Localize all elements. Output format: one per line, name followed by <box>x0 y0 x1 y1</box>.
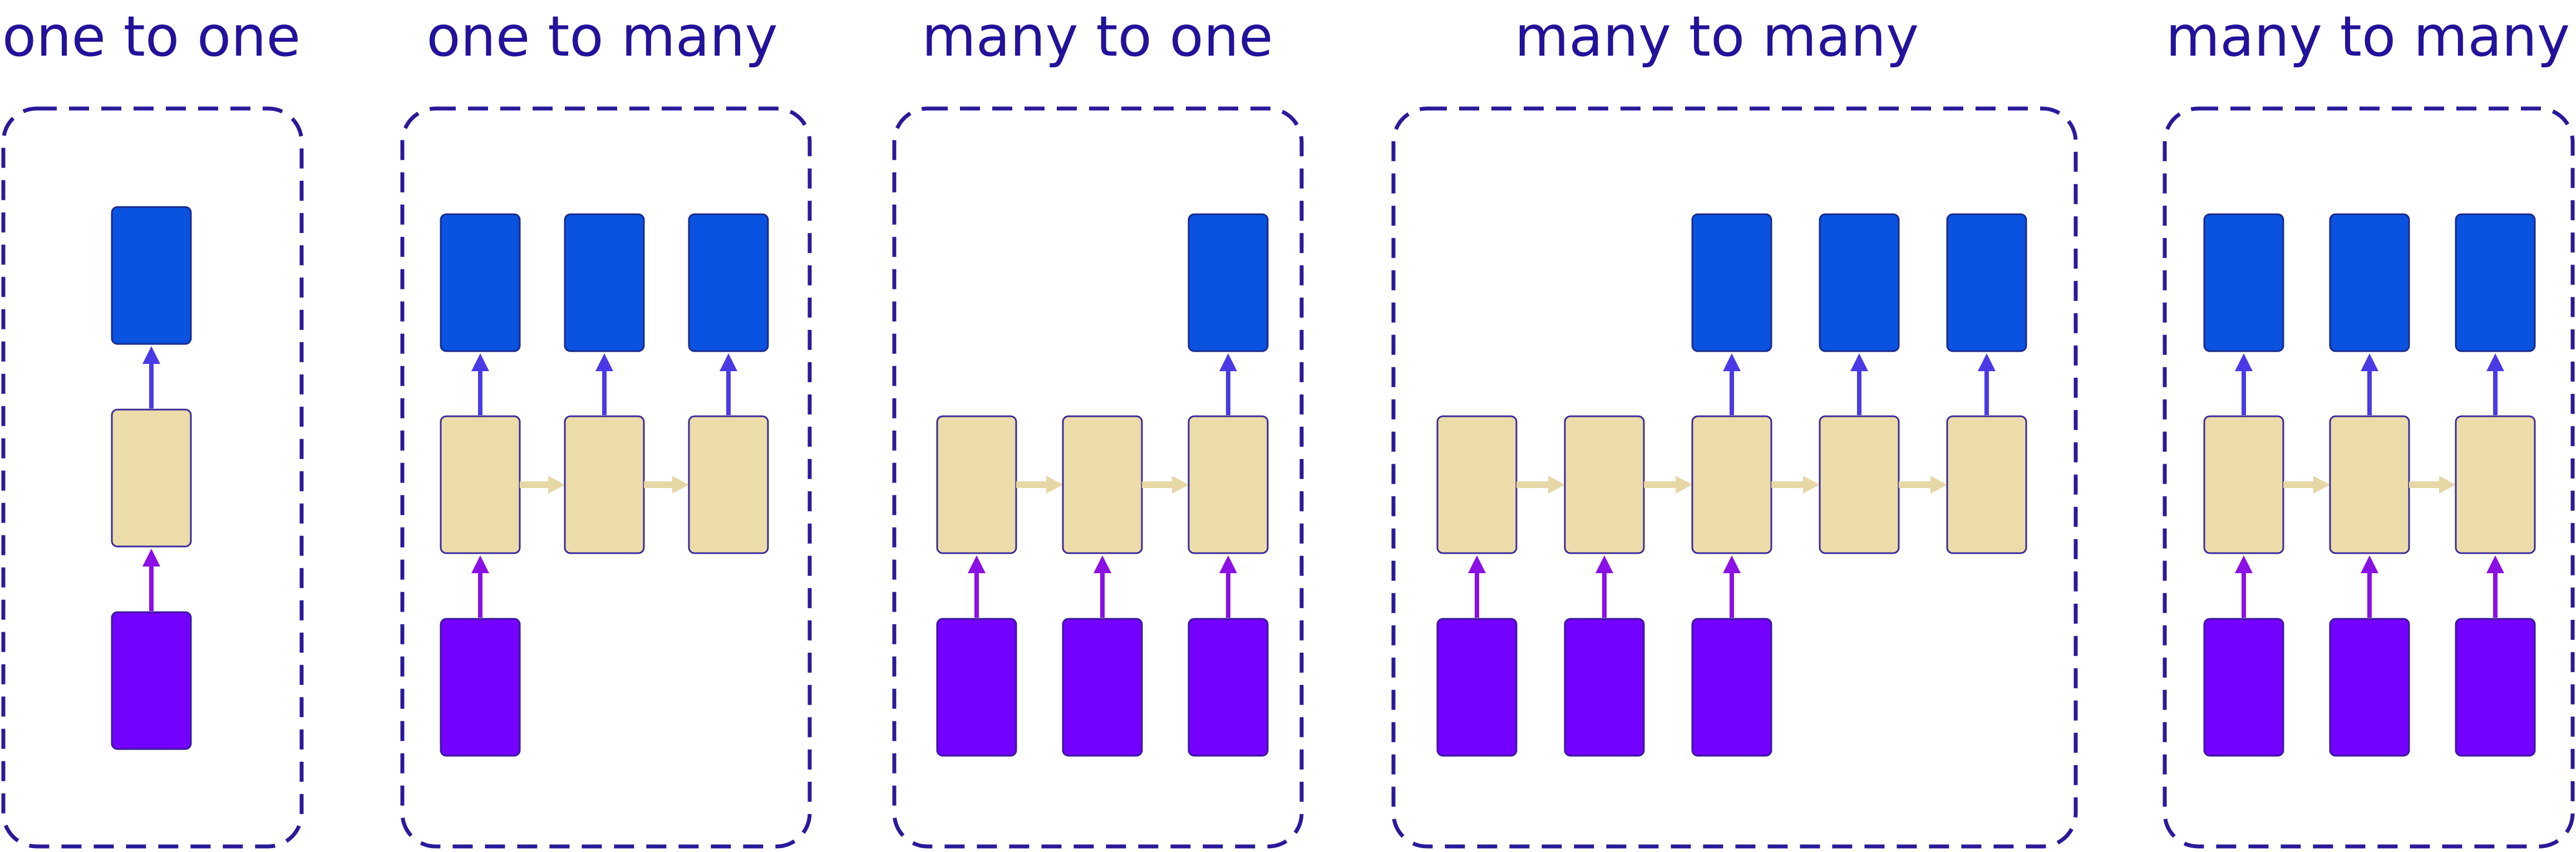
arrow-hidden-to-output-head <box>720 353 737 371</box>
arrow-input-to-hidden-head <box>1723 555 1741 573</box>
rnn-state-box-icon <box>1691 415 1772 554</box>
arrow-input-to-hidden-head <box>1094 555 1111 573</box>
recurrent-arrow-head <box>548 476 565 494</box>
rnn-state-box-icon <box>1436 415 1518 554</box>
panel-title: many to many <box>1515 4 1919 69</box>
panel-frame <box>892 106 1304 849</box>
recurrent-arrow-head <box>1803 476 1820 494</box>
rnn-state-box-icon <box>2329 415 2410 554</box>
output-vector-box-icon <box>2455 213 2536 352</box>
input-vector-box-icon <box>1691 618 1772 757</box>
input-vector-box-icon <box>2329 618 2410 757</box>
arrow-hidden-to-output-head <box>1850 353 1868 371</box>
output-vector-box-icon <box>1946 213 2027 352</box>
panel-title: many to many <box>2166 4 2570 69</box>
input-vector-box-icon <box>111 611 192 750</box>
arrow-hidden-to-output-head <box>1723 353 1741 371</box>
recurrent-arrow-head <box>672 476 689 494</box>
rnn-state-box-icon <box>1819 415 1900 554</box>
arrow-input-to-hidden-head <box>2486 555 2504 573</box>
recurrent-arrow-head <box>2313 476 2330 494</box>
recurrent-arrow-head <box>2439 476 2456 494</box>
arrow-input-to-hidden-head <box>968 555 986 573</box>
panel-one-to-many: one to many <box>400 4 812 849</box>
output-vector-box-icon <box>564 213 645 352</box>
output-vector-box-icon <box>1819 213 1900 352</box>
input-vector-box-icon <box>2203 618 2284 757</box>
arrow-hidden-to-output-head <box>1978 353 1996 371</box>
panel-many-to-many-delayed: many to many <box>1391 4 2078 849</box>
input-vector-box-icon <box>1436 618 1518 757</box>
arrow-input-to-hidden-head <box>2361 555 2378 573</box>
rnn-state-box-icon <box>1946 415 2027 554</box>
arrow-hidden-to-output-head <box>142 346 160 364</box>
arrow-input-to-hidden-head <box>1595 555 1613 573</box>
input-vector-box-icon <box>440 618 521 757</box>
arrow-input-to-hidden-head <box>1468 555 1486 573</box>
arrow-hidden-to-output-head <box>595 353 613 371</box>
rnn-state-box-icon <box>936 415 1017 554</box>
panel-one-to-one: one to one <box>1 4 304 849</box>
rnn-state-box-icon <box>1564 415 1645 554</box>
panel-many-to-one: many to one <box>892 4 1304 849</box>
recurrent-arrow-head <box>1548 476 1565 494</box>
input-vector-box-icon <box>936 618 1017 757</box>
rnn-state-box-icon <box>111 408 192 548</box>
input-vector-box-icon <box>1564 618 1645 757</box>
recurrent-arrow-head <box>1046 476 1063 494</box>
panel-many-to-many-synced: many to many <box>2163 4 2575 849</box>
rnn-state-box-icon <box>564 415 645 554</box>
input-vector-box-icon <box>1062 618 1143 757</box>
rnn-state-box-icon <box>1188 415 1269 554</box>
input-vector-box-icon <box>2455 618 2536 757</box>
rnn-state-box-icon <box>688 415 769 554</box>
arrow-input-to-hidden-head <box>2235 555 2253 573</box>
output-vector-box-icon <box>111 206 192 345</box>
input-vector-box-icon <box>1188 618 1269 757</box>
arrow-hidden-to-output-head <box>1219 353 1237 371</box>
rnn-state-box-icon <box>2203 415 2284 554</box>
panel-frame <box>1391 106 2078 849</box>
panel-frame <box>2163 106 2575 849</box>
rnn-state-box-icon <box>440 415 521 554</box>
arrow-hidden-to-output-head <box>471 353 489 371</box>
panel-frame <box>1 106 304 849</box>
recurrent-arrow-head <box>1676 476 1692 494</box>
output-vector-box-icon <box>1691 213 1772 352</box>
rnn-state-box-icon <box>2455 415 2536 554</box>
arrow-input-to-hidden-head <box>471 555 489 573</box>
arrow-input-to-hidden-head <box>1219 555 1237 573</box>
panel-title: one to one <box>2 4 301 69</box>
output-vector-box-icon <box>688 213 769 352</box>
arrow-hidden-to-output-head <box>2235 353 2253 371</box>
panel-title: one to many <box>426 4 777 69</box>
arrow-input-to-hidden-head <box>142 549 160 567</box>
panel-frame <box>400 106 812 849</box>
arrow-hidden-to-output-head <box>2361 353 2378 371</box>
output-vector-box-icon <box>2329 213 2410 352</box>
recurrent-arrow-head <box>1172 476 1189 494</box>
arrow-hidden-to-output-head <box>2486 353 2504 371</box>
rnn-state-box-icon <box>1062 415 1143 554</box>
output-vector-box-icon <box>440 213 521 352</box>
output-vector-box-icon <box>2203 213 2284 352</box>
output-vector-box-icon <box>1188 213 1269 352</box>
panel-title: many to one <box>922 4 1273 69</box>
recurrent-arrow-head <box>1930 476 1947 494</box>
